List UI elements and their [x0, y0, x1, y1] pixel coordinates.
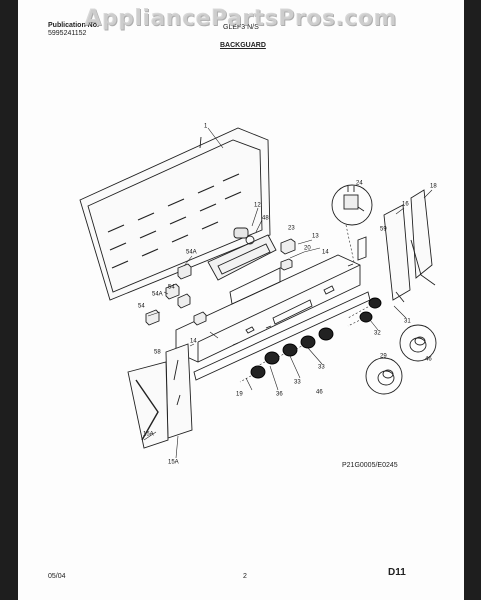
callout: 24: [356, 181, 363, 187]
control-knobs: [250, 297, 382, 379]
callout: 54A: [152, 292, 163, 298]
drawing-code: P21G0005/E0245: [342, 462, 398, 469]
callout: 32: [374, 331, 381, 337]
callout: 15A: [143, 432, 154, 438]
callout: 58: [154, 350, 161, 356]
backguard-panel: [79, 127, 271, 301]
callout: 54: [138, 304, 145, 310]
detail-circles: [365, 324, 437, 395]
callout: 46: [316, 390, 323, 396]
exploded-parts-diagram: 1 24 18 12 48 16 13 23 20 59 14 54A 54A …: [79, 124, 437, 466]
left-end-cap: [127, 343, 193, 449]
watermark: AppliancePartsPros.com: [84, 6, 397, 31]
diagram-page: Publication No. 5995241152 GLEF3 N/S BAC…: [18, 0, 464, 600]
callout: 48: [262, 216, 269, 222]
callout: 14: [322, 250, 329, 256]
callout: 15A: [168, 460, 179, 466]
callout: 54A: [186, 250, 197, 256]
footer-sheet: D11: [388, 567, 406, 578]
control-console: [175, 254, 371, 381]
callout: 36: [276, 392, 283, 398]
element-part-12: [233, 227, 255, 245]
callout: 29: [380, 354, 387, 360]
callout: 19: [236, 392, 243, 398]
callout: 13: [312, 234, 319, 240]
callout: 33: [318, 365, 325, 371]
section-title: BACKGUARD: [220, 42, 266, 49]
connector-detail: [331, 184, 373, 263]
publication-label: Publication No.: [48, 22, 99, 29]
callout: 31: [404, 319, 411, 325]
footer-date: 05/04: [48, 573, 66, 580]
switches: [145, 238, 296, 326]
callout: 16: [402, 202, 409, 208]
callout: 33: [294, 380, 301, 386]
callout: 23: [288, 226, 295, 232]
callout: 59: [380, 227, 387, 233]
callout-labels: 1 24 18 12 48 16 13 23 20 59 14 54A 54A …: [138, 124, 437, 466]
right-end-cap: [383, 189, 436, 303]
callout: 14: [190, 339, 197, 345]
footer-page: 2: [243, 573, 247, 580]
callout: 54: [168, 285, 175, 291]
callout: 12: [254, 203, 261, 209]
model-number: GLEF3 N/S: [223, 24, 259, 31]
callout: 18: [430, 184, 437, 190]
bracket-59: [357, 236, 367, 261]
callout: 46: [425, 357, 432, 363]
publication-number: 5995241152: [48, 30, 87, 37]
callout: 20: [304, 246, 311, 252]
callout: 1: [204, 124, 208, 130]
clock-display: [207, 234, 281, 305]
